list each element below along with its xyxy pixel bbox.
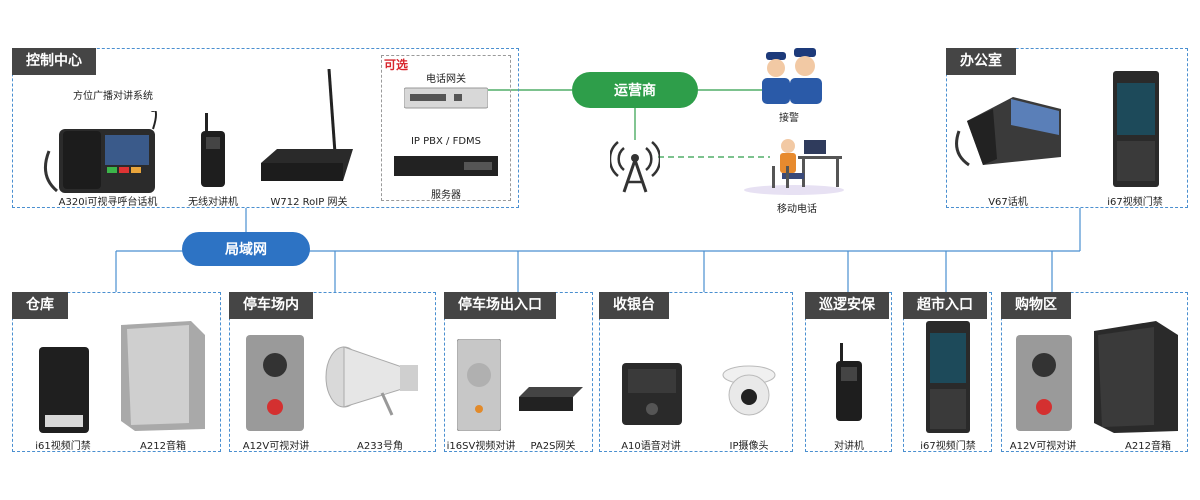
a320-label: A320i可视寻呼台话机 [58, 197, 158, 208]
mobile-label: 移动电话 [777, 204, 817, 215]
horn-icon [322, 343, 422, 423]
i67-office-icon [1113, 71, 1159, 191]
radio-label: 无线对讲机 [188, 197, 238, 208]
zone-title: 仓库 [12, 292, 68, 319]
office-box: 办公室 V67话机 i67视频门禁 [946, 48, 1188, 208]
zone-item-label: A233号角 [357, 441, 403, 452]
door-intercom-icon [456, 338, 502, 435]
optional-box: 可选 电话网关 IP PBX / FDMS 服务器 [381, 55, 511, 201]
zone-item-label: i16SV视频对讲 [446, 441, 516, 452]
zone-parking-inside: 停车场内 A12V可视对讲 A233号角 [229, 292, 436, 452]
phone-gateway-label: 电话网关 [426, 74, 466, 85]
phone-gateway-icon [403, 86, 489, 114]
zone-item-label: A212音箱 [1125, 441, 1171, 452]
zone-title: 停车场内 [229, 292, 313, 319]
ip-camera-icon [722, 365, 776, 421]
zone-warehouse: 仓库 i61视频门禁 A212音箱 [12, 292, 221, 452]
zone-cashier: 收银台 A10语音对讲 IP摄像头 [599, 292, 793, 452]
v67-phone-icon [953, 91, 1065, 173]
zone-item-label: A212音箱 [140, 441, 186, 452]
police-label: 接警 [779, 113, 799, 124]
zone-supermarket-entry: 超市入口 i67视频门禁 [903, 292, 992, 452]
server-icon [394, 154, 498, 182]
video-access-icon [926, 321, 970, 437]
zone-item-label: PA2S网关 [530, 441, 576, 452]
zone-item-label: i61视频门禁 [35, 441, 91, 452]
intercom-icon [1016, 335, 1072, 435]
zone-parking-gate: 停车场出入口 i16SV视频对讲 PA2S网关 [444, 292, 593, 452]
speaker-icon [121, 321, 205, 435]
zone-item-label: IP摄像头 [729, 441, 769, 452]
a320-phone-icon [41, 106, 161, 201]
w712-label: W712 RoIP 网关 [270, 197, 348, 208]
zone-item-label: i67视频门禁 [920, 441, 976, 452]
office-title: 办公室 [946, 48, 1016, 75]
zone-item-label: 对讲机 [834, 441, 864, 452]
walkie-talkie-icon [199, 113, 227, 193]
zone-item-label: A12V可视对讲 [242, 441, 310, 452]
voice-intercom-icon [622, 363, 682, 429]
pa2s-gateway-icon [519, 387, 583, 417]
zone-title: 收银台 [599, 292, 669, 319]
mobile-user-icon [742, 136, 846, 200]
lan-pill: 局域网 [182, 232, 310, 266]
door-access-icon [39, 347, 89, 437]
speaker-icon [1094, 321, 1178, 437]
zone-title: 停车场出入口 [444, 292, 556, 319]
zone-item-label: A12V可视对讲 [1009, 441, 1077, 452]
pbx-label: IP PBX / FDMS [410, 136, 482, 147]
zone-title: 超市入口 [903, 292, 987, 319]
antenna-icon [608, 138, 662, 198]
zone-patrol: 巡逻安保 对讲机 [805, 292, 892, 452]
i67-office-label: i67视频门禁 [1107, 197, 1163, 208]
optional-label: 可选 [384, 58, 409, 72]
intercom-icon [246, 335, 304, 435]
carrier-pill: 运营商 [572, 72, 698, 108]
control-center-title: 控制中心 [12, 48, 96, 75]
w712-gateway-icon [257, 68, 357, 189]
zone-title: 购物区 [1001, 292, 1071, 319]
police-icon [760, 48, 824, 110]
walkie-talkie-icon [834, 343, 864, 427]
zone-title: 巡逻安保 [805, 292, 889, 319]
control-center-box: 控制中心 方位广播对讲系统 A320i可视寻呼台话机 无线对讲机 W [12, 48, 519, 208]
zone-item-label: A10语音对讲 [621, 441, 681, 452]
v67-label: V67话机 [988, 197, 1028, 208]
server-label: 服务器 [431, 190, 461, 201]
zone-shopping: 购物区 A12V可视对讲 A212音箱 [1001, 292, 1188, 452]
broadcast-label: 方位广播对讲系统 [73, 91, 153, 102]
